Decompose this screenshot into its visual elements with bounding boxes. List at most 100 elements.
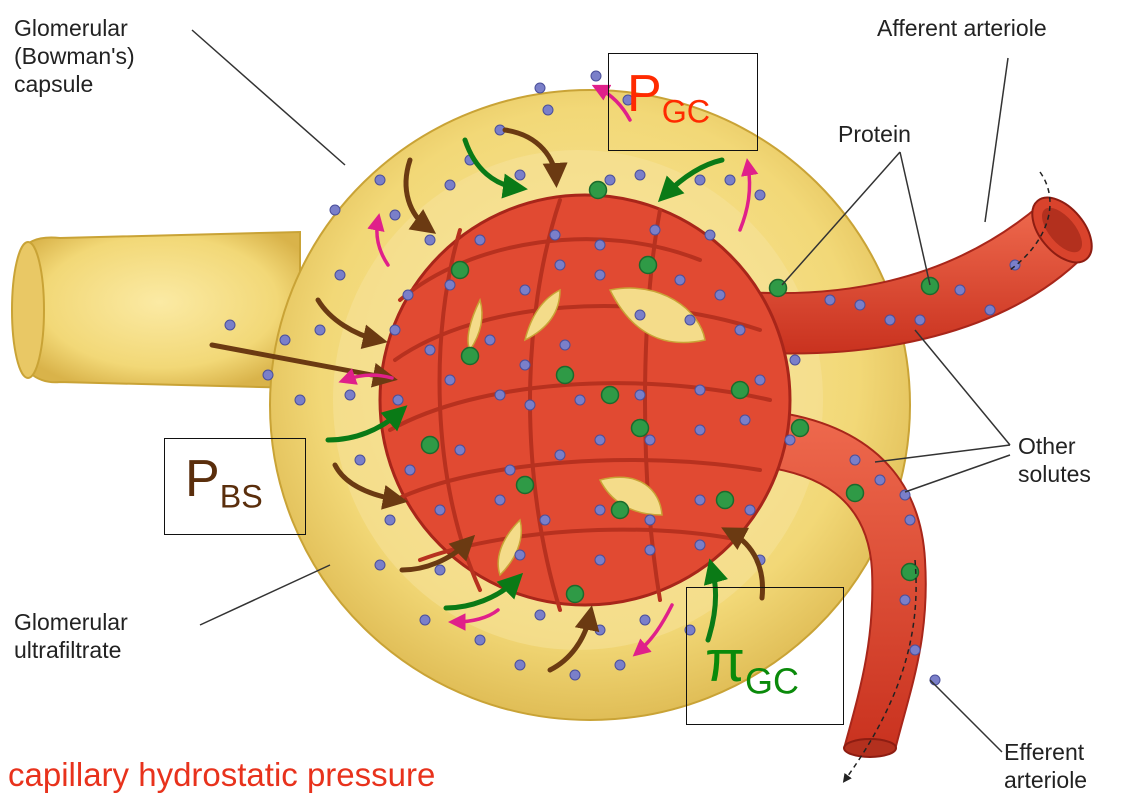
- protein-particle: [632, 420, 649, 437]
- solute-particle: [985, 305, 995, 315]
- solute-particle: [900, 595, 910, 605]
- solute-particle: [915, 315, 925, 325]
- protein-particle: [517, 477, 534, 494]
- solute-particle: [645, 545, 655, 555]
- protein-particle: [640, 257, 657, 274]
- solute-particle: [390, 325, 400, 335]
- solute-particle: [335, 270, 345, 280]
- solute-particle: [485, 335, 495, 345]
- solute-particle: [355, 455, 365, 465]
- solute-particle: [785, 435, 795, 445]
- solute-particle: [955, 285, 965, 295]
- solute-particle: [825, 295, 835, 305]
- other-solutes-label: Other solutes: [1018, 432, 1091, 488]
- solute-particle: [875, 475, 885, 485]
- symbol-main: P: [627, 65, 662, 123]
- solute-particle: [375, 175, 385, 185]
- solute-particle: [640, 615, 650, 625]
- solute-particle: [905, 515, 915, 525]
- solute-particle: [740, 415, 750, 425]
- solute-particle: [505, 465, 515, 475]
- symbol-main: P: [185, 450, 220, 508]
- solute-particle: [595, 435, 605, 445]
- solute-particle: [850, 455, 860, 465]
- solute-particle: [495, 495, 505, 505]
- protein-particle: [847, 485, 864, 502]
- symbol-main: π: [705, 629, 745, 694]
- p-bs-symbol: PBS: [185, 449, 263, 515]
- solute-particle: [560, 340, 570, 350]
- solute-particle: [695, 385, 705, 395]
- pi-gc-box: πGC: [686, 587, 844, 725]
- solute-particle: [645, 515, 655, 525]
- protein-particle: [922, 278, 939, 295]
- solute-particle: [445, 375, 455, 385]
- protein-particle: [792, 420, 809, 437]
- solute-particle: [595, 555, 605, 565]
- solute-particle: [435, 565, 445, 575]
- solute-particle: [695, 495, 705, 505]
- solute-particle: [725, 175, 735, 185]
- solute-particle: [280, 335, 290, 345]
- solute-particle: [855, 300, 865, 310]
- solute-particle: [705, 230, 715, 240]
- solute-particle: [445, 180, 455, 190]
- solute-particle: [550, 230, 560, 240]
- p-bs-box: PBS: [164, 438, 306, 535]
- solute-particle: [635, 170, 645, 180]
- solute-particle: [695, 175, 705, 185]
- solute-particle: [745, 505, 755, 515]
- afferent-arteriole-label: Afferent arteriole: [877, 14, 1047, 42]
- label-line: (Bowman's): [14, 42, 135, 70]
- solute-particle: [695, 540, 705, 550]
- solute-particle: [295, 395, 305, 405]
- label-line: Glomerular: [14, 14, 135, 42]
- glomerular-capsule-label: Glomerular (Bowman's) capsule: [14, 14, 135, 98]
- solute-particle: [645, 435, 655, 445]
- solute-particle: [635, 310, 645, 320]
- solute-particle: [515, 660, 525, 670]
- solute-particle: [390, 210, 400, 220]
- solute-particle: [635, 390, 645, 400]
- solute-particle: [675, 275, 685, 285]
- solute-particle: [385, 515, 395, 525]
- protein-particle: [612, 502, 629, 519]
- glomerular-ultrafiltrate-label: Glomerular ultrafiltrate: [14, 608, 128, 664]
- solute-particle: [595, 240, 605, 250]
- symbol-subscript: GC: [662, 93, 710, 129]
- pi-gc-symbol: πGC: [705, 628, 799, 703]
- solute-particle: [393, 395, 403, 405]
- solute-particle: [930, 675, 940, 685]
- protein-label: Protein: [838, 120, 911, 148]
- solute-particle: [425, 235, 435, 245]
- solute-particle: [695, 425, 705, 435]
- solute-particle: [445, 280, 455, 290]
- solute-particle: [263, 370, 273, 380]
- solute-particle: [885, 315, 895, 325]
- solute-particle: [525, 400, 535, 410]
- solute-particle: [225, 320, 235, 330]
- solute-particle: [755, 190, 765, 200]
- solute-particle: [540, 515, 550, 525]
- solute-particle: [595, 625, 605, 635]
- label-line: Efferent: [1004, 738, 1087, 766]
- protein-particle: [462, 348, 479, 365]
- solute-particle: [435, 505, 445, 515]
- solute-particle: [405, 465, 415, 475]
- protein-particle: [557, 367, 574, 384]
- solute-particle: [575, 395, 585, 405]
- solute-particle: [650, 225, 660, 235]
- solute-particle: [615, 660, 625, 670]
- solute-particle: [375, 560, 385, 570]
- solute-particle: [475, 235, 485, 245]
- label-line: ultrafiltrate: [14, 636, 128, 664]
- solute-particle: [535, 610, 545, 620]
- solute-particle: [790, 355, 800, 365]
- symbol-subscript: GC: [745, 661, 799, 702]
- solute-particle: [455, 445, 465, 455]
- solute-particle: [570, 670, 580, 680]
- protein-particle: [717, 492, 734, 509]
- solute-particle: [520, 285, 530, 295]
